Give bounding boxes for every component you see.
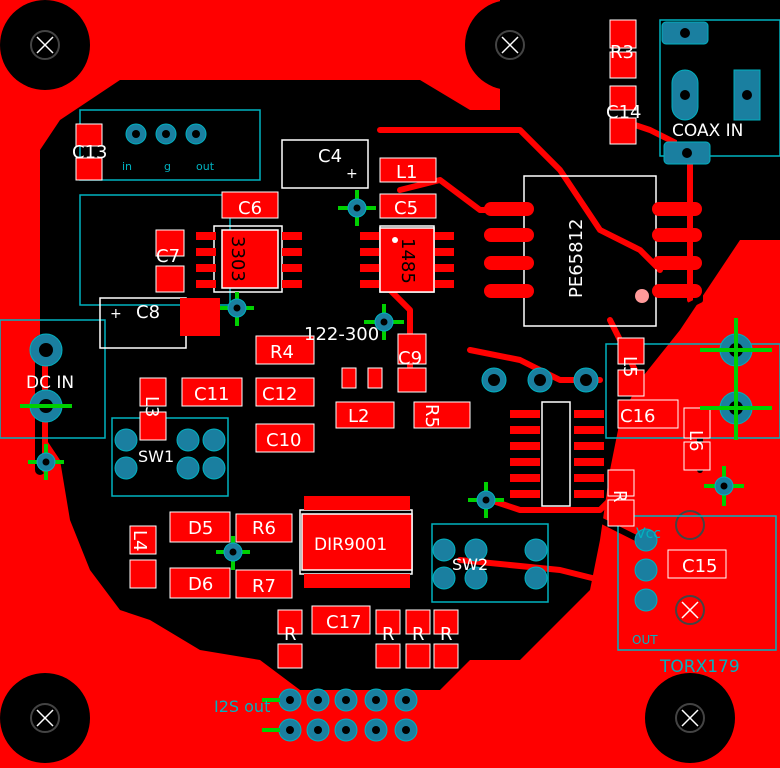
label-r5: R5 <box>421 404 442 428</box>
label-c16: C16 <box>620 406 655 427</box>
label-c4: C4 <box>318 146 342 167</box>
label-c12: C12 <box>262 384 297 405</box>
label-torx179: TORX179 <box>659 657 740 677</box>
label-c13: C13 <box>72 142 107 163</box>
label-out-reg: out <box>196 160 215 173</box>
ic-soic-right <box>510 410 604 498</box>
ic-dir9001 <box>301 496 413 588</box>
label-l3: L3 <box>141 396 162 417</box>
label-plus-c4: + <box>346 166 358 182</box>
label-ic-1485: 1485 <box>397 238 418 284</box>
label-c8: C8 <box>136 302 160 323</box>
label-r-c: R <box>412 624 425 645</box>
label-c11: C11 <box>194 384 229 405</box>
label-c7: C7 <box>156 246 180 267</box>
vias <box>20 190 772 732</box>
label-l2: L2 <box>348 406 369 427</box>
label-sw1: SW1 <box>138 447 174 466</box>
label-sw2: SW2 <box>452 555 488 574</box>
label-pe65812: PE65812 <box>566 219 587 299</box>
pad-holes <box>39 28 752 734</box>
label-dir9001: DIR9001 <box>314 535 387 555</box>
label-ic-3303: 3303 <box>227 236 248 282</box>
label-d5: D5 <box>188 518 213 539</box>
label-l5: L5 <box>619 356 640 377</box>
label-r-d: R <box>440 624 453 645</box>
label-dc-in: DC IN <box>26 373 74 393</box>
label-plus-c8: + <box>110 306 122 322</box>
label-r7: R7 <box>252 576 276 597</box>
label-i2s-out: I2S out <box>214 697 270 716</box>
label-l1: L1 <box>396 162 417 183</box>
label-r4: R4 <box>270 342 294 363</box>
c8-pad <box>180 298 220 336</box>
label-in: in <box>122 160 132 173</box>
label-c14: C14 <box>606 102 641 123</box>
smd-pads <box>75 19 727 669</box>
ic-3303 <box>196 229 302 289</box>
label-vcc: Vcc <box>636 526 661 542</box>
label-r-b: R <box>382 624 395 645</box>
label-c17: C17 <box>326 612 361 633</box>
label-c5: C5 <box>394 198 418 219</box>
ic-1485 <box>360 227 454 293</box>
label-c6: C6 <box>238 198 262 219</box>
label-r6: R6 <box>252 518 276 539</box>
mounting-holes <box>30 30 705 733</box>
silkscreen-labels: C13 C4 + L1 C5 C6 C7 C8 + R3 C14 COAX IN… <box>26 42 743 716</box>
label-c9: C9 <box>398 348 422 369</box>
ic-pe65812 <box>484 202 702 303</box>
label-coax-in: COAX IN <box>672 121 743 141</box>
label-l6: L6 <box>685 430 706 451</box>
label-l4: L4 <box>129 530 150 551</box>
label-g: g <box>164 160 171 173</box>
label-out: OUT <box>632 633 658 647</box>
label-r3: R3 <box>610 42 634 63</box>
label-r-a: R <box>284 624 297 645</box>
label-122-300: 122-300 <box>304 324 379 345</box>
copper-pour-hole-left <box>60 190 200 330</box>
label-r-right: R <box>609 490 630 503</box>
label-c15: C15 <box>682 556 717 577</box>
label-d6: D6 <box>188 574 213 595</box>
label-c10: C10 <box>266 430 301 451</box>
